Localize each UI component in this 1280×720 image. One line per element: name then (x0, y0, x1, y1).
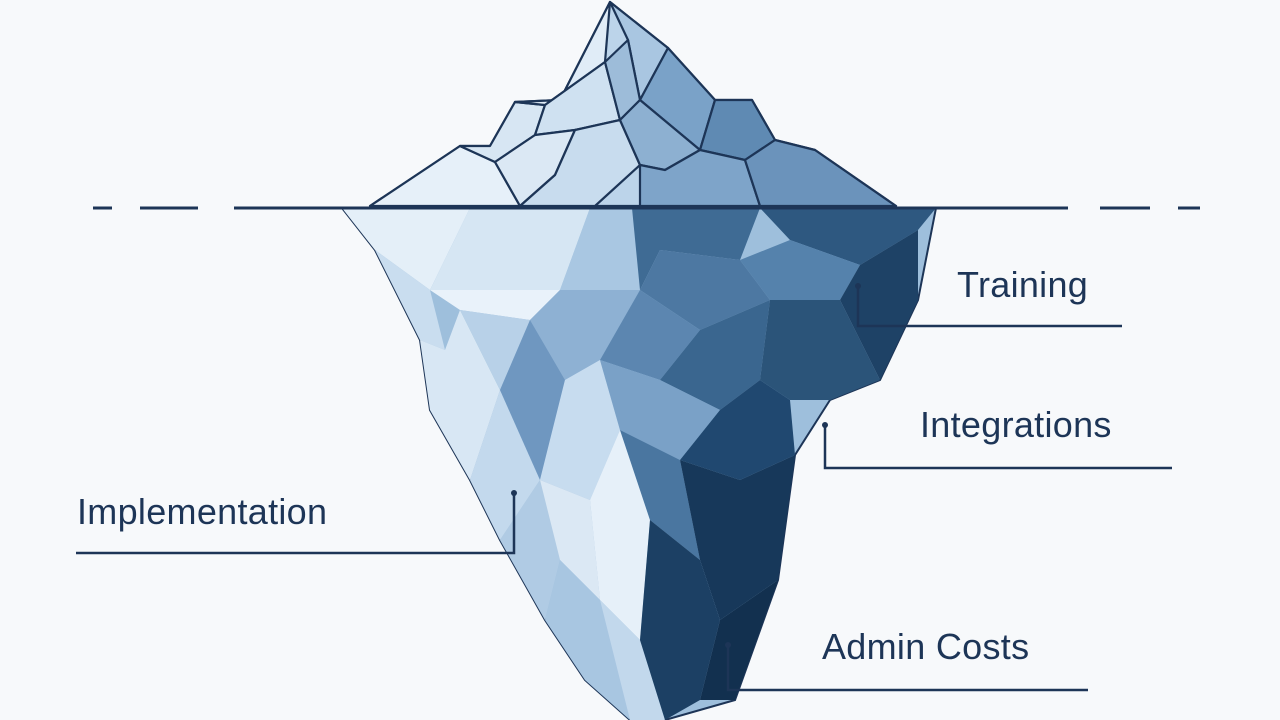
label-implementation: Implementation (77, 491, 328, 532)
callout-implementation-line (76, 490, 517, 555)
callout-training-line (855, 283, 1122, 328)
iceberg-tip (368, 0, 898, 208)
callout-integrations-line (822, 422, 1172, 470)
label-training: Training (957, 264, 1089, 305)
label-admin-costs: Admin Costs (822, 626, 1030, 667)
callout-admin-costs-line (725, 642, 1088, 692)
iceberg-underwater (339, 207, 938, 720)
label-integrations: Integrations (920, 404, 1112, 445)
